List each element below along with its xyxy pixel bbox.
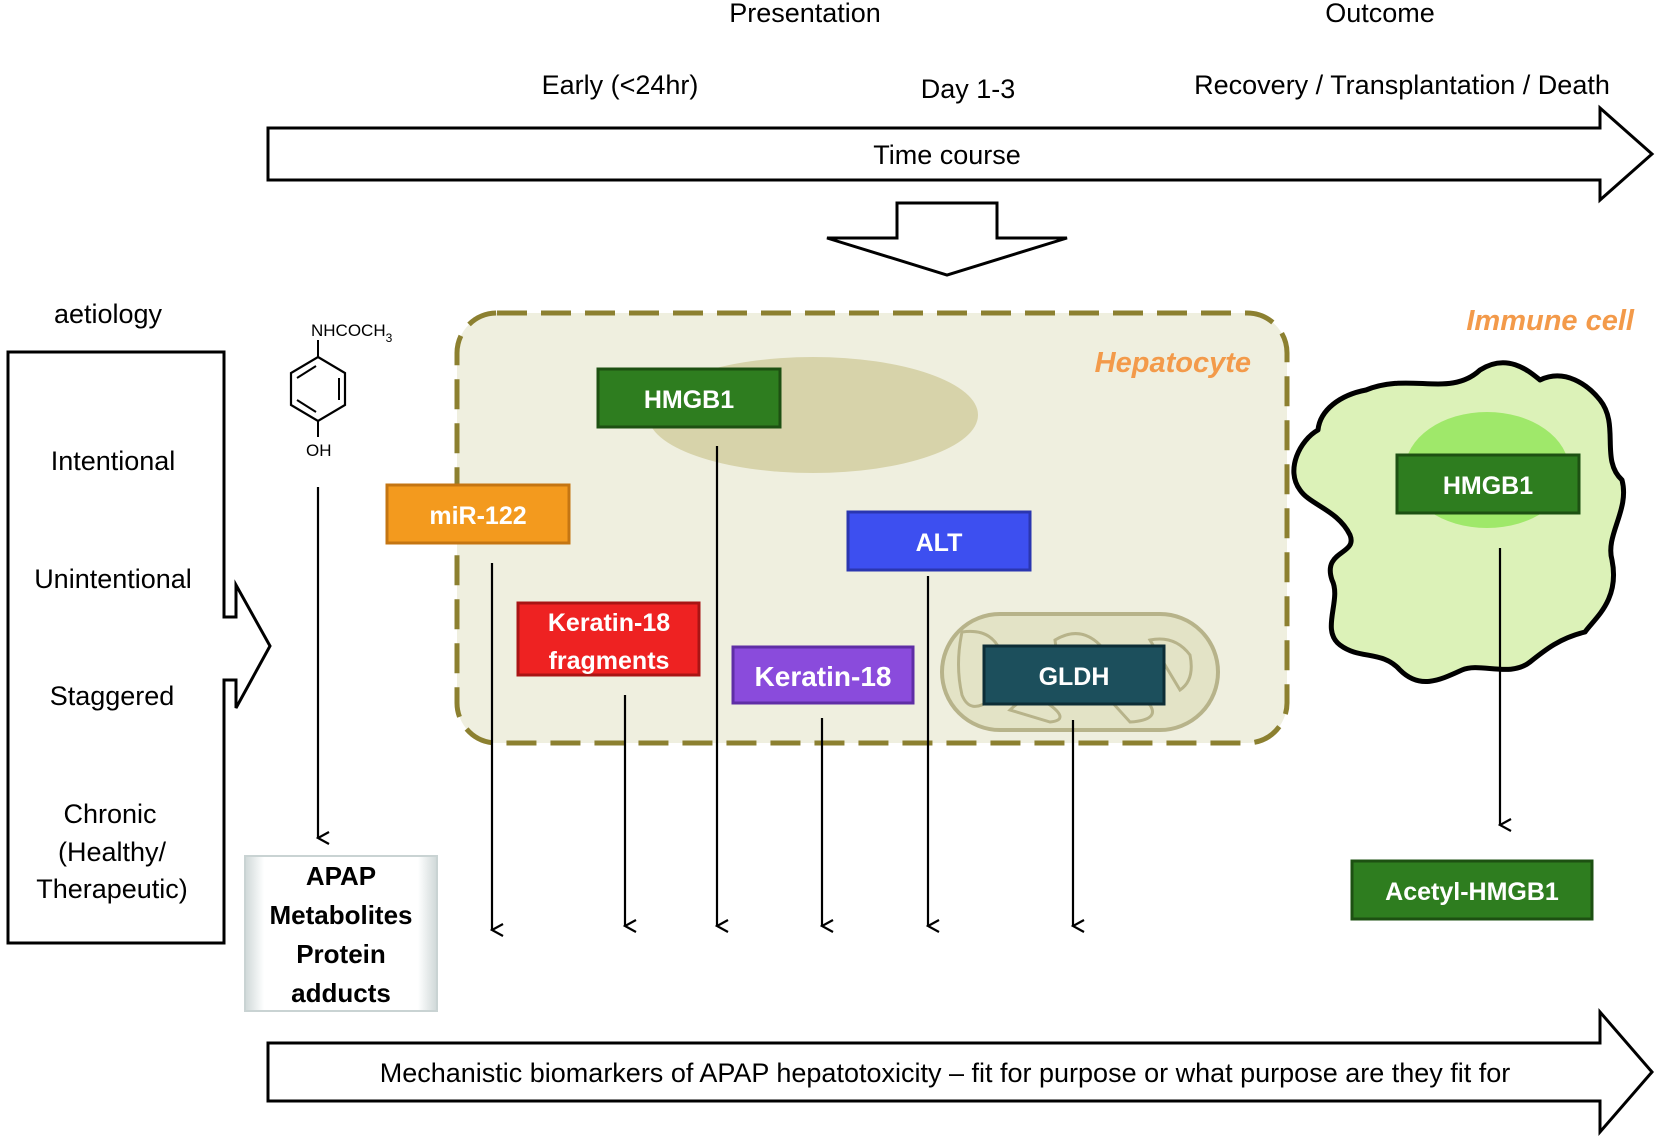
gldh-box	[982, 644, 1166, 706]
outcome-label: Outcome	[1325, 0, 1435, 28]
molecule-top-label: NHCOCH	[311, 321, 386, 340]
day-label: Day 1-3	[921, 74, 1016, 104]
keratin-fragments-label-2: fragments	[549, 647, 670, 675]
recovery-label: Recovery / Transplantation / Death	[1194, 70, 1610, 100]
immune-cell-label: Immune cell	[1466, 305, 1635, 337]
aetiology-arrow	[6, 350, 272, 945]
time-course-arrow	[266, 104, 1655, 204]
alt-label: ALT	[916, 529, 963, 557]
molecule-subscript: 3	[386, 331, 393, 345]
alt-box	[846, 510, 1032, 572]
keratin18-label: Keratin-18	[755, 661, 892, 692]
early-label: Early (<24hr)	[542, 70, 699, 100]
keratin18-box	[731, 645, 915, 705]
hmgb1-box	[596, 367, 782, 429]
keratin-fragments-label-1: Keratin-18	[548, 609, 670, 637]
aetiology-therapeutic: Therapeutic)	[36, 874, 188, 904]
hmgb1-label: HMGB1	[644, 386, 734, 414]
hepatocyte-label: Hepatocyte	[1095, 347, 1251, 379]
aetiology-healthy: (Healthy/	[58, 837, 167, 867]
apap-line-3: Protein	[296, 939, 386, 969]
mir122-label: miR-122	[429, 502, 526, 530]
acetyl-hmgb1-box	[1350, 859, 1594, 921]
footer-arrow	[266, 1007, 1654, 1137]
aetiology-title: aetiology	[54, 299, 163, 329]
apap-metabolites-box	[244, 855, 438, 1012]
presentation-label: Presentation	[729, 0, 881, 28]
apap-line-2: Metabolites	[269, 900, 412, 930]
aetiology-staggered: Staggered	[50, 681, 175, 711]
immune-hmgb1-label: HMGB1	[1443, 472, 1533, 500]
aetiology-chronic: Chronic	[63, 799, 156, 829]
keratin-fragments-box	[516, 601, 701, 677]
aetiology-unintentional: Unintentional	[34, 564, 192, 594]
time-course-label: Time course	[873, 140, 1021, 170]
aetiology-intentional: Intentional	[51, 446, 176, 476]
immune-hmgb1-box	[1395, 453, 1581, 515]
apap-line-4: adducts	[291, 978, 391, 1008]
svg-text:NHCOCH3: NHCOCH3	[311, 321, 393, 345]
down-block-arrow	[826, 201, 1068, 277]
footer-label: Mechanistic biomarkers of APAP hepatotox…	[380, 1058, 1511, 1088]
mir122-box	[385, 483, 571, 545]
paracetamol-structure: NHCOCH3 OH	[289, 321, 393, 460]
gldh-label: GLDH	[1039, 663, 1110, 691]
apap-line-1: APAP	[306, 861, 376, 891]
molecule-bottom-label: OH	[306, 441, 332, 460]
acetyl-hmgb1-label: Acetyl-HMGB1	[1385, 878, 1559, 906]
